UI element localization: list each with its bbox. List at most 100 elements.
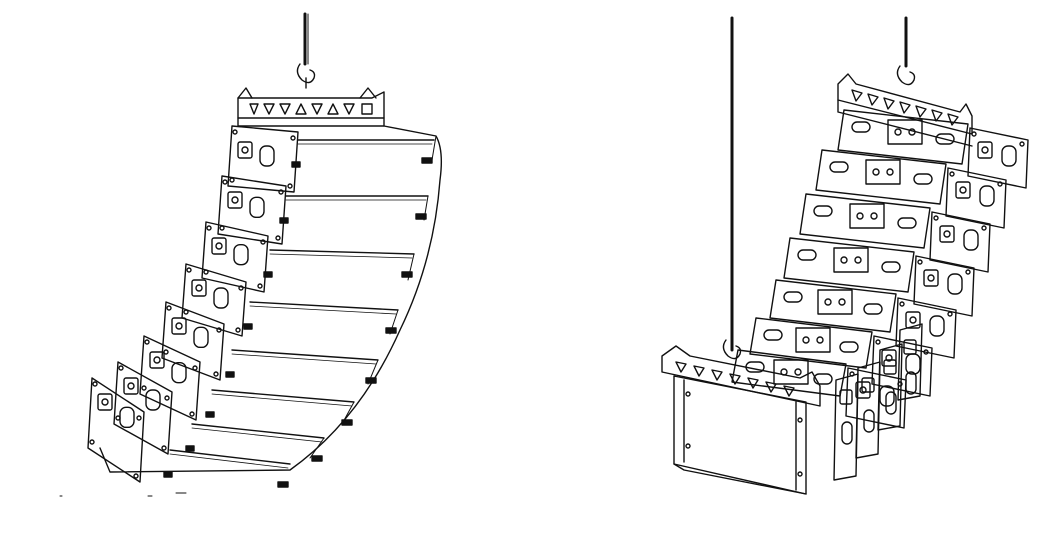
left-bolt-icon <box>136 415 142 421</box>
left-bolt-icon <box>216 327 222 333</box>
right-lower-panel-outline <box>855 361 881 459</box>
right-plate-hole-icon <box>838 298 846 306</box>
left-hook-icon <box>296 63 316 84</box>
left-bolt-icon <box>260 239 266 245</box>
left-cabinet-edge <box>169 453 289 469</box>
right-bottom-rigging-frame <box>661 345 821 407</box>
right-side-handle-icon <box>905 353 921 375</box>
right-plate-hole-icon <box>854 256 862 264</box>
right-cabinet <box>815 149 1007 229</box>
right-connector-jack-icon <box>859 386 867 394</box>
left-cabinet-side-panel <box>87 377 145 483</box>
right-connector-jack-icon <box>927 274 935 282</box>
right-cabinet-side-panel <box>945 167 1007 229</box>
left-bolt-icon <box>164 395 170 401</box>
left-handle-icon <box>171 361 187 384</box>
right-connector-jack-icon <box>943 230 951 238</box>
left-bolt-icon <box>232 129 238 135</box>
left-bolt-icon <box>206 225 212 231</box>
right-top-hook-icon <box>896 65 916 86</box>
left-bolt-icon <box>238 285 244 291</box>
right-connector-jack-icon <box>981 146 989 154</box>
right-center-plate <box>817 289 853 315</box>
right-plate-hole-icon <box>794 368 802 376</box>
right-handle-icon <box>763 329 783 341</box>
left-cabinet-edge <box>231 349 379 361</box>
right-handle-icon <box>839 341 859 353</box>
left-cabinet <box>161 301 379 384</box>
left-cabinet-edge <box>211 389 355 403</box>
right-cabinet <box>799 193 991 273</box>
right-connector-icon <box>881 349 897 367</box>
left-bolt-icon <box>166 305 172 311</box>
right-cabinet-side-panel <box>929 211 991 273</box>
right-handle-icon <box>813 205 833 217</box>
right-suspension-cables <box>722 16 916 360</box>
right-bolt-icon <box>971 131 977 137</box>
right-connector-icon <box>923 269 939 287</box>
right-cabinet-side-panel <box>845 367 907 429</box>
left-cabinet-edge <box>169 449 291 465</box>
right-cabinet <box>783 237 975 317</box>
left-cabinet <box>217 175 429 245</box>
right-plate-hole-icon <box>870 212 878 220</box>
right-side-handle-icon <box>947 273 963 295</box>
right-plate-hole-icon <box>824 298 832 306</box>
right-lower-connector-icon <box>903 339 917 355</box>
left-grille-notch <box>415 213 427 220</box>
left-bolt-icon <box>290 135 296 141</box>
right-cabinet-front <box>815 149 947 205</box>
right-plate-hole-icon <box>908 128 916 136</box>
left-array <box>59 12 443 497</box>
left-cabinet-side-panel <box>161 301 225 381</box>
right-center-plate <box>795 327 831 353</box>
right-handle-icon <box>913 173 933 185</box>
right-array <box>661 16 1029 495</box>
right-lower-connector-icon <box>839 389 853 405</box>
left-cabinet-edge <box>191 427 323 443</box>
left-cabinet-edge <box>249 301 399 311</box>
right-connector-jack-icon <box>885 354 893 362</box>
right-connector-jack-icon <box>909 316 917 324</box>
left-grille-notch <box>311 455 323 462</box>
right-side-handle-icon <box>979 185 995 207</box>
left-handle-icon <box>249 196 265 219</box>
left-grille-notch <box>163 471 173 478</box>
right-handle-icon <box>797 249 817 261</box>
left-connector-jack-icon <box>195 284 203 292</box>
right-cabinet <box>769 279 957 359</box>
left-bolt-icon <box>235 327 241 333</box>
left-cabinet-edge <box>269 249 415 255</box>
right-center-plate <box>865 159 901 185</box>
right-handle-icon <box>863 303 883 315</box>
left-bolt-icon <box>278 189 284 195</box>
right-center-plate <box>849 203 885 229</box>
right-bolt-icon <box>949 171 955 177</box>
right-plate-hole-icon <box>816 336 824 344</box>
right-cabinet-side-panel <box>967 127 1029 189</box>
right-lower-connector-icon <box>861 377 875 393</box>
right-lower-side-panel <box>855 361 881 459</box>
left-grille-notch <box>421 157 433 164</box>
right-bolt-icon <box>923 349 929 355</box>
right-side-handle-icon <box>879 385 895 407</box>
right-handle-icon <box>829 161 849 173</box>
left-connector-jack-icon <box>101 398 109 406</box>
right-cabinet-front <box>837 109 969 165</box>
left-cabinet-edge <box>191 423 325 439</box>
right-cabinet-side-panel <box>913 255 975 317</box>
right-handle-icon <box>783 291 803 303</box>
left-bolt-icon <box>229 177 235 183</box>
left-cabinet <box>113 361 325 462</box>
right-connector-jack-icon <box>959 186 967 194</box>
right-lower-handle-icon <box>841 421 853 445</box>
left-connector-icon <box>149 351 165 369</box>
right-cabinet-front <box>749 317 873 369</box>
left-rigging-frame <box>237 87 385 127</box>
left-bolt-icon <box>189 411 195 417</box>
right-lower-side-panel <box>877 343 903 431</box>
left-cabinet <box>139 335 355 426</box>
left-connector-jack-icon <box>241 146 249 154</box>
right-lower-side-panel <box>897 323 923 401</box>
